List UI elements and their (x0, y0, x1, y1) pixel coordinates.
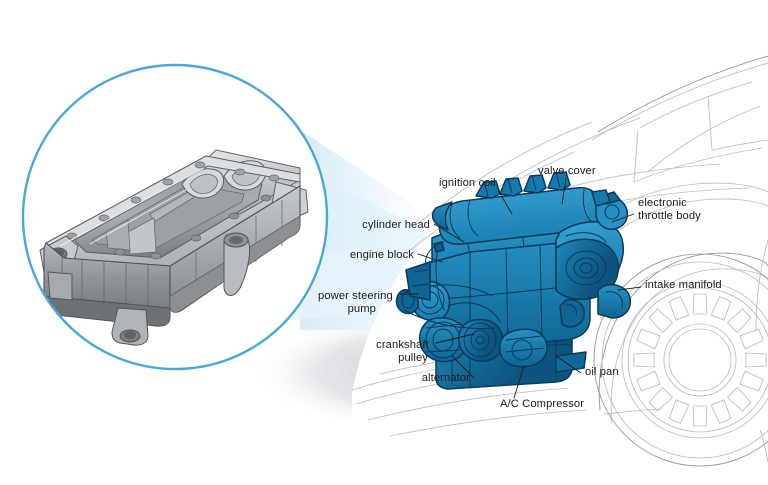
label-intake-manifold: intake manifold (645, 279, 722, 291)
label-ignition-coil: ignition coil (439, 177, 496, 189)
label-cylinder-head: cylinder head (362, 219, 430, 231)
front-wheel (593, 253, 768, 467)
label-alternator: alternator (422, 372, 470, 384)
oil-pan-illustration (39, 149, 309, 346)
labels-layer: ignition coil valve cover electronic thr… (318, 165, 722, 410)
label-ac-compressor: A/C Compressor (500, 398, 584, 410)
leader-lines (399, 177, 642, 399)
inset-ring (21, 63, 329, 371)
label-engine-block: engine block (350, 249, 414, 261)
label-electronic-throttle-body: electronic throttle body (638, 197, 701, 222)
oil-pan-inset (21, 63, 329, 371)
engine-illustration (395, 171, 632, 390)
label-valve-cover: valve cover (538, 165, 596, 177)
label-oil-pan: oil pan (585, 366, 619, 378)
label-crankshaft-pulley: crankshaft pulley (376, 339, 432, 364)
label-power-steering-pump: power steering pump (318, 290, 396, 315)
